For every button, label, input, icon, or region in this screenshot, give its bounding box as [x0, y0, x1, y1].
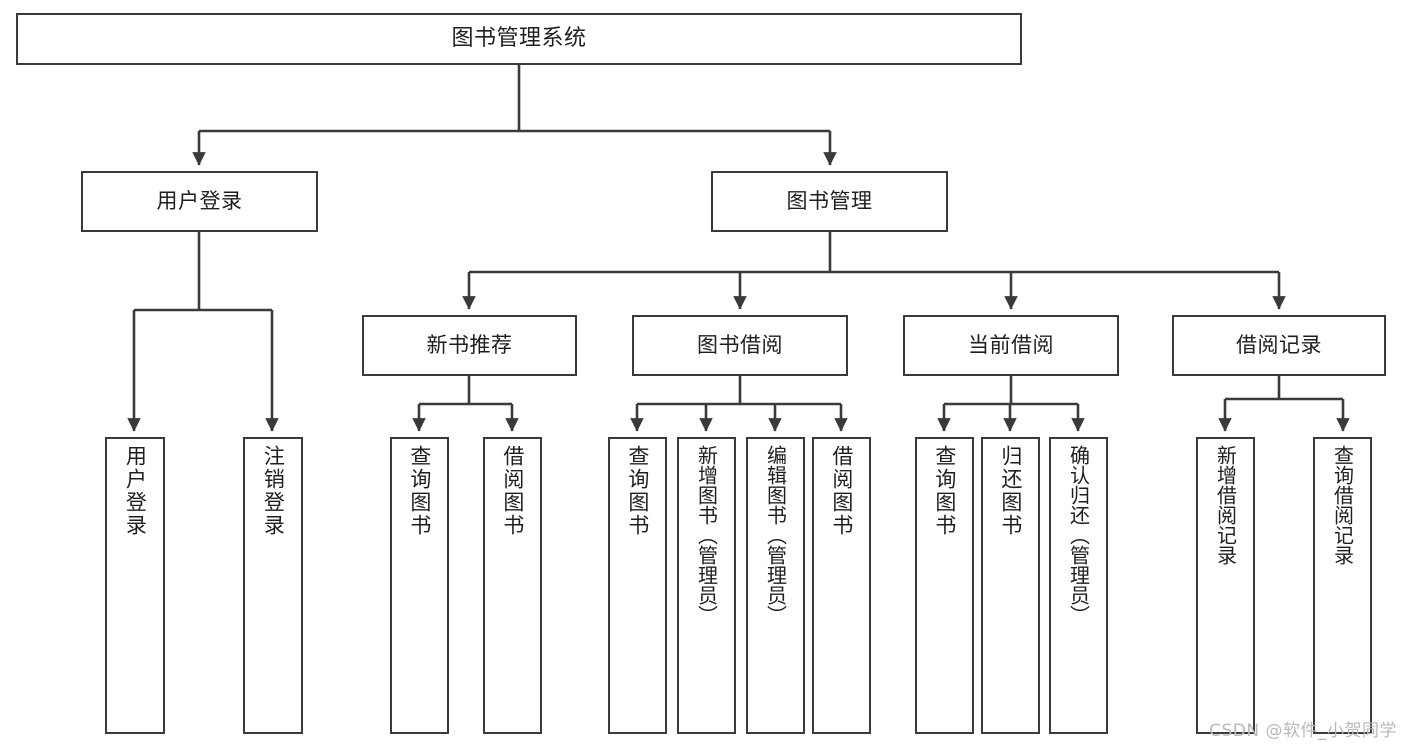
leaf-borrow-book-label: 借阅图书	[829, 445, 854, 537]
leaf-return-book[interactable]: 归还图书	[981, 437, 1040, 734]
leaf-borrow-book-recommend[interactable]: 借阅图书	[483, 437, 542, 734]
leaf-query-borrow-record[interactable]: 查询借阅记录	[1313, 437, 1372, 734]
node-root-book-management-system[interactable]: 图书管理系统	[16, 13, 1022, 65]
leaf-add-book-admin[interactable]: 新增图书（管理员）	[677, 437, 736, 734]
node-user-login[interactable]: 用户登录	[81, 171, 318, 232]
leaf-return-book-label: 归还图书	[998, 445, 1023, 537]
node-new-book-recommend[interactable]: 新书推荐	[362, 315, 577, 376]
leaf-query-borrow-record-label: 查询借阅记录	[1330, 445, 1355, 565]
leaf-query-book-recommend[interactable]: 查询图书	[390, 437, 449, 734]
leaf-add-book-admin-label: 新增图书（管理员）	[694, 445, 719, 625]
node-current-borrow-label: 当前借阅	[968, 332, 1054, 357]
node-current-borrow[interactable]: 当前借阅	[903, 315, 1119, 376]
leaf-query-book-current[interactable]: 查询图书	[915, 437, 974, 734]
leaf-query-book-borrow-label: 查询图书	[625, 445, 650, 537]
leaf-user-login-label: 用户登录	[123, 445, 148, 537]
node-book-borrow[interactable]: 图书借阅	[632, 315, 848, 376]
leaf-user-login[interactable]: 用户登录	[105, 437, 165, 734]
leaf-edit-book-admin[interactable]: 编辑图书（管理员）	[746, 437, 805, 734]
node-new-book-recommend-label: 新书推荐	[426, 332, 513, 357]
leaf-edit-book-admin-label: 编辑图书（管理员）	[763, 445, 788, 625]
leaf-confirm-return-admin[interactable]: 确认归还（管理员）	[1049, 437, 1108, 734]
leaf-logout-login-label: 注销登录	[261, 445, 286, 537]
node-book-management[interactable]: 图书管理	[711, 171, 948, 232]
leaf-query-book-recommend-label: 查询图书	[407, 445, 432, 537]
node-borrow-record-label: 借阅记录	[1236, 332, 1322, 357]
node-borrow-record[interactable]: 借阅记录	[1172, 315, 1386, 376]
node-book-borrow-label: 图书借阅	[697, 332, 783, 357]
leaf-borrow-book-recommend-label: 借阅图书	[500, 445, 525, 537]
leaf-add-borrow-record-label: 新增借阅记录	[1213, 445, 1238, 565]
leaf-borrow-book[interactable]: 借阅图书	[812, 437, 871, 734]
leaf-confirm-return-admin-label: 确认归还（管理员）	[1066, 445, 1091, 625]
node-book-management-label: 图书管理	[786, 188, 873, 213]
leaf-logout-login[interactable]: 注销登录	[243, 437, 303, 734]
node-user-login-label: 用户登录	[156, 188, 243, 213]
leaf-query-book-borrow[interactable]: 查询图书	[608, 437, 667, 734]
node-root-label: 图书管理系统	[451, 25, 587, 51]
leaf-add-borrow-record[interactable]: 新增借阅记录	[1196, 437, 1255, 734]
csdn-watermark: CSDN @软件_小贺同学	[1209, 721, 1397, 741]
leaf-query-book-current-label: 查询图书	[932, 445, 957, 537]
